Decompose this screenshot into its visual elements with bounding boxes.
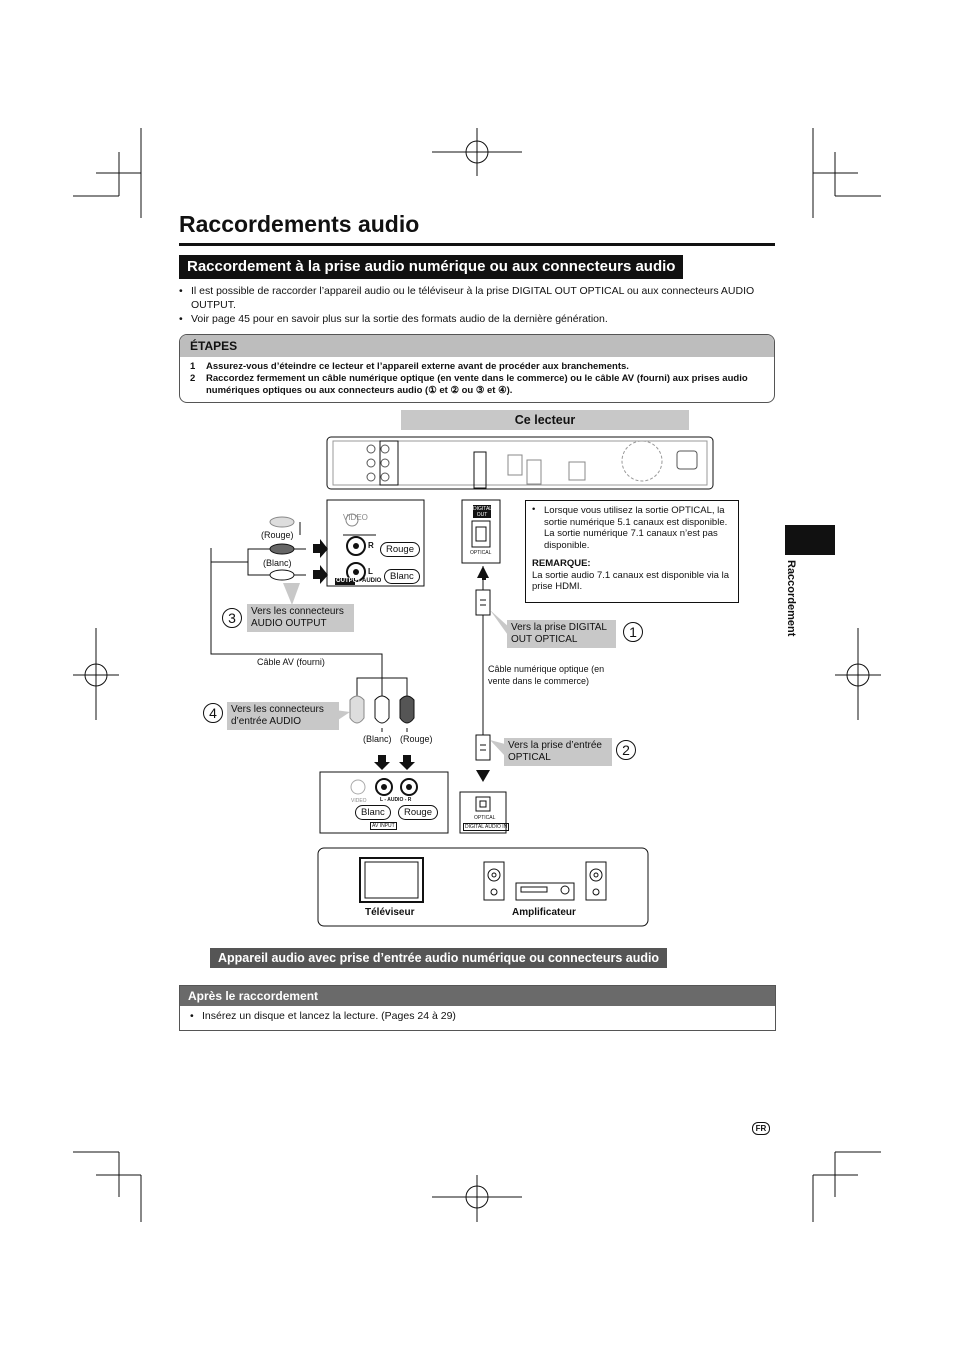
callout-optical-input: Vers la prise d’entrée OPTICAL [504,738,612,766]
step-circle-2: 2 [616,740,636,760]
step-text: Raccordez fermement un câble numérique o… [206,373,748,396]
step-circle-4: 4 [203,703,223,723]
audio-label: AUDIO [362,578,382,584]
remarque-text: La sortie audio 7.1 canaux est disponibl… [532,569,729,593]
digital-audio-in-label: DIGITAL AUDIO IN [463,823,510,831]
amplifier-icon [483,861,607,901]
apres-text: Insérez un disque et lancez la lecture. … [180,1006,775,1026]
apres-box: Après le raccordement Insérez un disque … [179,985,776,1031]
step-item: 2 Raccordez fermement un câble numérique… [190,373,764,397]
player-rear-panel [326,436,714,490]
tv-label: Téléviseur [365,907,415,918]
note-box: Lorsque vous utilisez la sortie OPTICAL,… [525,500,739,603]
step-circle-3: 3 [222,608,242,628]
rouge-pill: Rouge [380,542,420,557]
l-label: L [368,567,373,576]
callout-digital-out: Vers la prise DIGITAL OUT OPTICAL [507,620,616,648]
side-tab [785,525,835,555]
output-label: OUTPUT [336,578,361,584]
callout-audio-output: Vers les connecteurs AUDIO OUTPUT [247,604,354,632]
optical-port-label: OPTICAL [470,550,492,556]
remarque-heading: REMARQUE: [532,558,591,569]
player-label: Ce lecteur [514,413,576,427]
r-label: R [368,541,374,550]
video-jack-label: VIDEO [343,513,368,522]
step-circle-1: 1 [623,622,643,642]
intro-bullet: Voir page 45 pour en savoir plus sur la … [179,313,775,327]
rouge-plug-label: (Rouge) [400,734,433,744]
intro-bullets: Il est possible de raccorder l’appareil … [179,285,775,328]
appareil-caption: Appareil audio avec prise d’entrée audio… [210,948,668,968]
language-badge: FR [752,1122,770,1135]
step-text: Assurez-vous d’éteindre ce lecteur et l’… [206,361,629,372]
rouge-label: (Rouge) [261,530,294,540]
steps-list: 1 Assurez-vous d’éteindre ce lecteur et … [180,357,774,397]
note-bullet: Lorsque vous utilisez la sortie OPTICAL,… [544,505,728,551]
blanc-plug-label: (Blanc) [363,734,392,744]
steps-box: ÉTAPES 1 Assurez-vous d’éteindre ce lect… [179,334,775,403]
callout-audio-input: Vers les connecteurs d’entrée AUDIO [227,702,339,730]
blanc-label: (Blanc) [263,558,292,568]
digital-out-label: DIGITAL OUT [473,506,493,518]
section-heading: Raccordement à la prise audio numérique … [179,255,684,279]
optical-cable-label: Câble numérique optique (en vente dans l… [488,664,605,686]
rouge-input-pill: Rouge [398,805,438,820]
step-number: 2 [190,373,196,384]
av-input-audio-label: L - AUDIO - R [380,797,412,803]
page-title: Raccordements audio [179,211,420,237]
step-number: 1 [190,361,196,372]
apres-heading: Après le raccordement [180,986,775,1006]
blanc-pill: Blanc [384,569,420,584]
step-item: 1 Assurez-vous d’éteindre ce lecteur et … [190,361,764,373]
side-tab-label: Raccordement [783,560,797,650]
title-rule [179,243,775,246]
av-input-label: AV INPUT [370,822,397,830]
blanc-input-pill: Blanc [355,805,391,820]
side-tab-text: Raccordement [785,560,797,637]
note-bullet-dot: • [532,504,536,515]
optical-input-port-label: OPTICAL [474,815,496,821]
amplifier-label: Amplificateur [512,907,576,918]
intro-bullet: Il est possible de raccorder l’appareil … [179,285,775,312]
av-input-video-label: VIDEO [351,798,367,804]
av-cable-label: Câble AV (fourni) [257,657,325,667]
steps-heading: ÉTAPES [180,335,774,357]
